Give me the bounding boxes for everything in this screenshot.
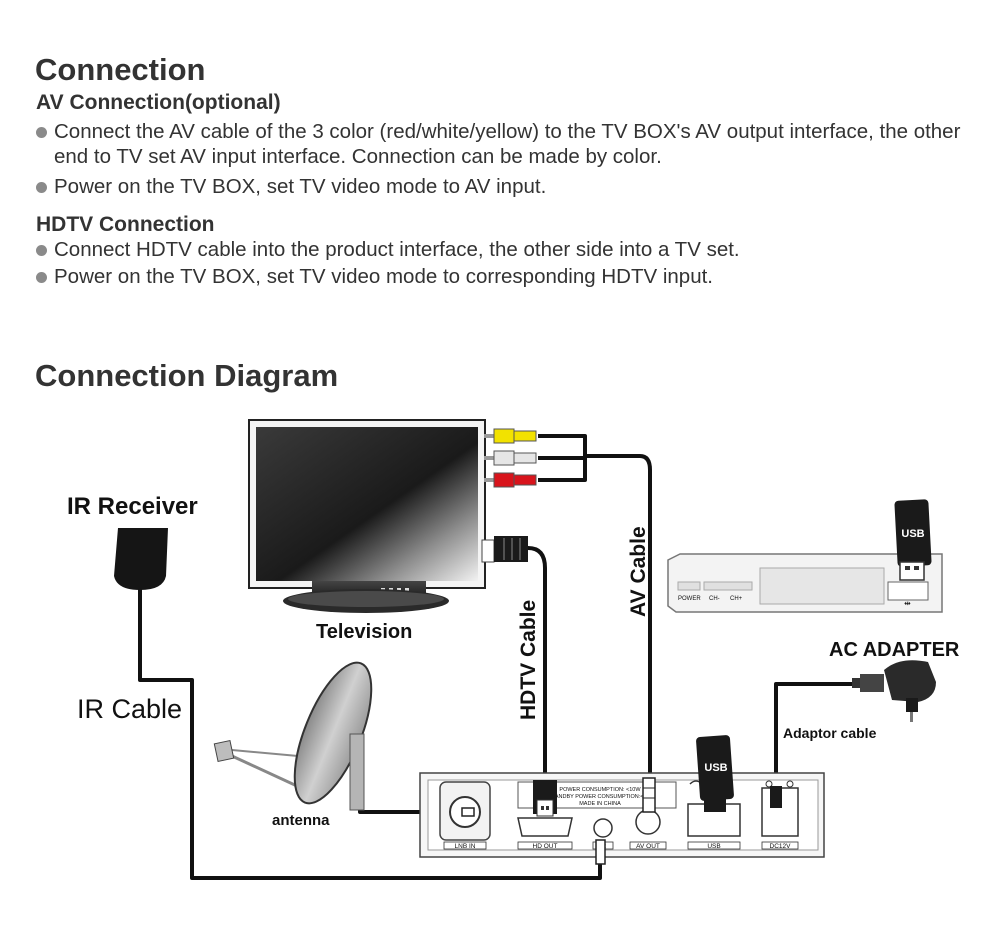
tv-box-rear: LNB IN HD OUT IR AV OUT USB DC12V POWER …	[419, 772, 825, 858]
usb-label-rear: USB	[704, 762, 727, 774]
hdtv-bullet-2-text: Power on the TV BOX, set TV video mode t…	[54, 265, 713, 288]
ac-adapter-label: AC ADAPTER	[829, 639, 960, 661]
power-consumption-text: POWER CONSUMPTION: <10W	[559, 787, 641, 793]
av-out-label: AV OUT	[636, 843, 660, 850]
av-bullet-1-text: Connect the AV cable of the 3 color (red…	[54, 120, 961, 168]
hdtv-bullet-1: Connect HDTV cable into the product inte…	[36, 237, 966, 262]
av-connection-heading: AV Connection(optional)	[36, 91, 281, 114]
rca-yellow-plug	[484, 428, 537, 444]
bullet-dot	[36, 245, 47, 256]
television	[248, 419, 486, 613]
hdtv-cable-line	[527, 546, 547, 785]
adaptor-cable-label: Adaptor cable	[783, 725, 877, 741]
ir-cable-label: IR Cable	[77, 694, 182, 724]
front-ch-plus-label: CH+	[730, 596, 743, 602]
antenna-plug-box	[461, 807, 475, 817]
lnb-in-label: LNB IN	[455, 843, 476, 850]
connection-title: Connection	[35, 52, 206, 87]
usb-stick-front: USB	[894, 499, 932, 581]
television-label: Television	[316, 621, 412, 643]
rca-red-plug	[484, 472, 537, 488]
hdtv-cable-label: HDTV Cable	[517, 600, 540, 720]
dc-plug-box	[770, 786, 782, 808]
av-bullet-2-text: Power on the TV BOX, set TV video mode t…	[54, 175, 547, 198]
ir-plug-box	[595, 839, 606, 865]
hd-out-label: HD OUT	[533, 843, 558, 850]
ir-receiver-label: IR Receiver	[67, 493, 198, 520]
usb-symbol-icon: ⇹	[904, 599, 911, 608]
tv-box-front: POWER CH- CH+ ⇹	[667, 553, 943, 613]
front-power-label: POWER	[678, 596, 701, 602]
adaptor-cable-line	[774, 682, 856, 788]
usb-stick-rear: USB	[696, 735, 734, 812]
bullet-dot	[36, 127, 47, 138]
ac-adapter	[852, 660, 936, 722]
bullet-dot	[36, 272, 47, 283]
front-ch-minus-label: CH-	[709, 596, 720, 602]
satellite-dish	[213, 661, 373, 811]
hdmi-plug-tv	[481, 536, 528, 563]
ir-cable-line	[138, 588, 602, 880]
av-bullet-2: Power on the TV BOX, set TV video mode t…	[36, 174, 966, 199]
ir-receiver	[114, 528, 168, 590]
connection-diagram-title: Connection Diagram	[35, 358, 339, 393]
usb-label-front: USB	[901, 528, 924, 540]
hdmi-plug-box	[533, 780, 557, 817]
av-bullet-1: Connect the AV cable of the 3 color (red…	[36, 119, 966, 169]
av-plug-box	[642, 777, 656, 813]
bullet-dot	[36, 182, 47, 193]
hdtv-bullet-1-text: Connect HDTV cable into the product inte…	[54, 238, 740, 261]
hdtv-connection-heading: HDTV Connection	[36, 213, 215, 236]
antenna-label: antenna	[272, 812, 330, 829]
made-in-text: MADE IN CHINA	[579, 801, 621, 807]
usb-port-label: USB	[707, 843, 720, 850]
rca-white-plug	[484, 450, 537, 466]
av-cable-label: AV Cable	[627, 526, 650, 617]
standby-power-text: STANDBY POWER CONSUMPTION:<1W	[548, 794, 652, 800]
dc12v-label: DC12V	[770, 843, 792, 850]
hdtv-bullet-2: Power on the TV BOX, set TV video mode t…	[36, 264, 966, 289]
rca-plugs	[484, 428, 537, 488]
